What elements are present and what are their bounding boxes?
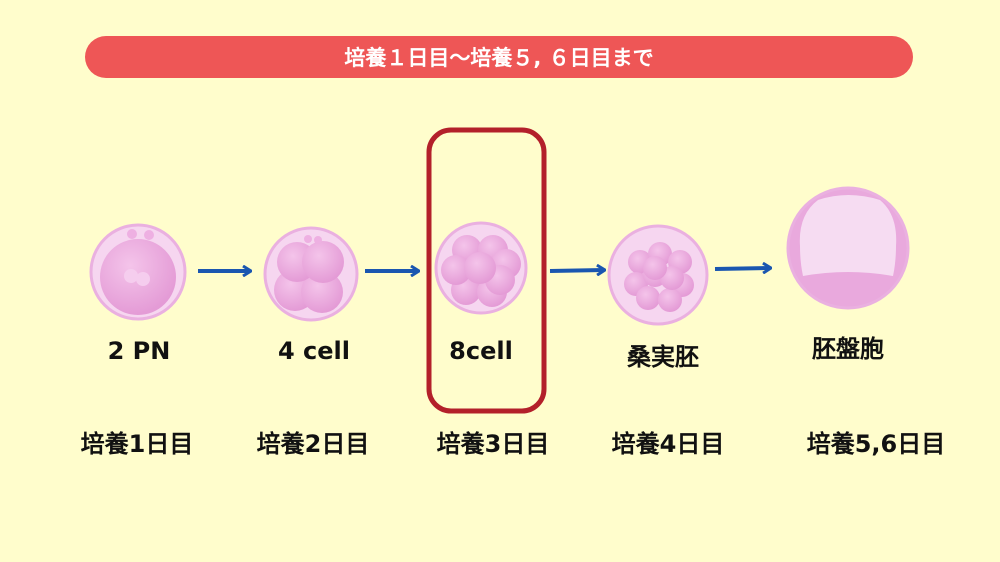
banner-title: 培養１日目〜培養５, ６日目まで bbox=[344, 46, 653, 70]
stage-label: 胚盤胞 bbox=[811, 335, 884, 363]
day-label: 培養1日目 bbox=[81, 430, 194, 458]
day3-highlight-box bbox=[426, 127, 547, 414]
day-label: 培養3日目 bbox=[437, 430, 550, 458]
title-banner: 培養１日目〜培養５, ６日目まで bbox=[85, 36, 913, 78]
embryo-2pn-image bbox=[89, 223, 187, 321]
embryo-4cell-image bbox=[263, 226, 359, 322]
embryo-morula-image bbox=[607, 224, 709, 326]
arrow-icon bbox=[714, 268, 770, 269]
day-label: 培養5,6日目 bbox=[807, 430, 946, 458]
embryo-blastocyst-image bbox=[786, 186, 910, 310]
stage-label: 桑実胚 bbox=[627, 343, 699, 371]
day-label: 培養4日目 bbox=[612, 430, 725, 458]
arrow-icon bbox=[549, 270, 604, 271]
day-label: 培養2日目 bbox=[257, 430, 370, 458]
stage-label: 2 PN bbox=[108, 337, 171, 365]
embryo-8cell-image bbox=[434, 221, 528, 315]
stage-label: 8cell bbox=[449, 337, 513, 365]
stage-label: 4 cell bbox=[278, 337, 350, 365]
